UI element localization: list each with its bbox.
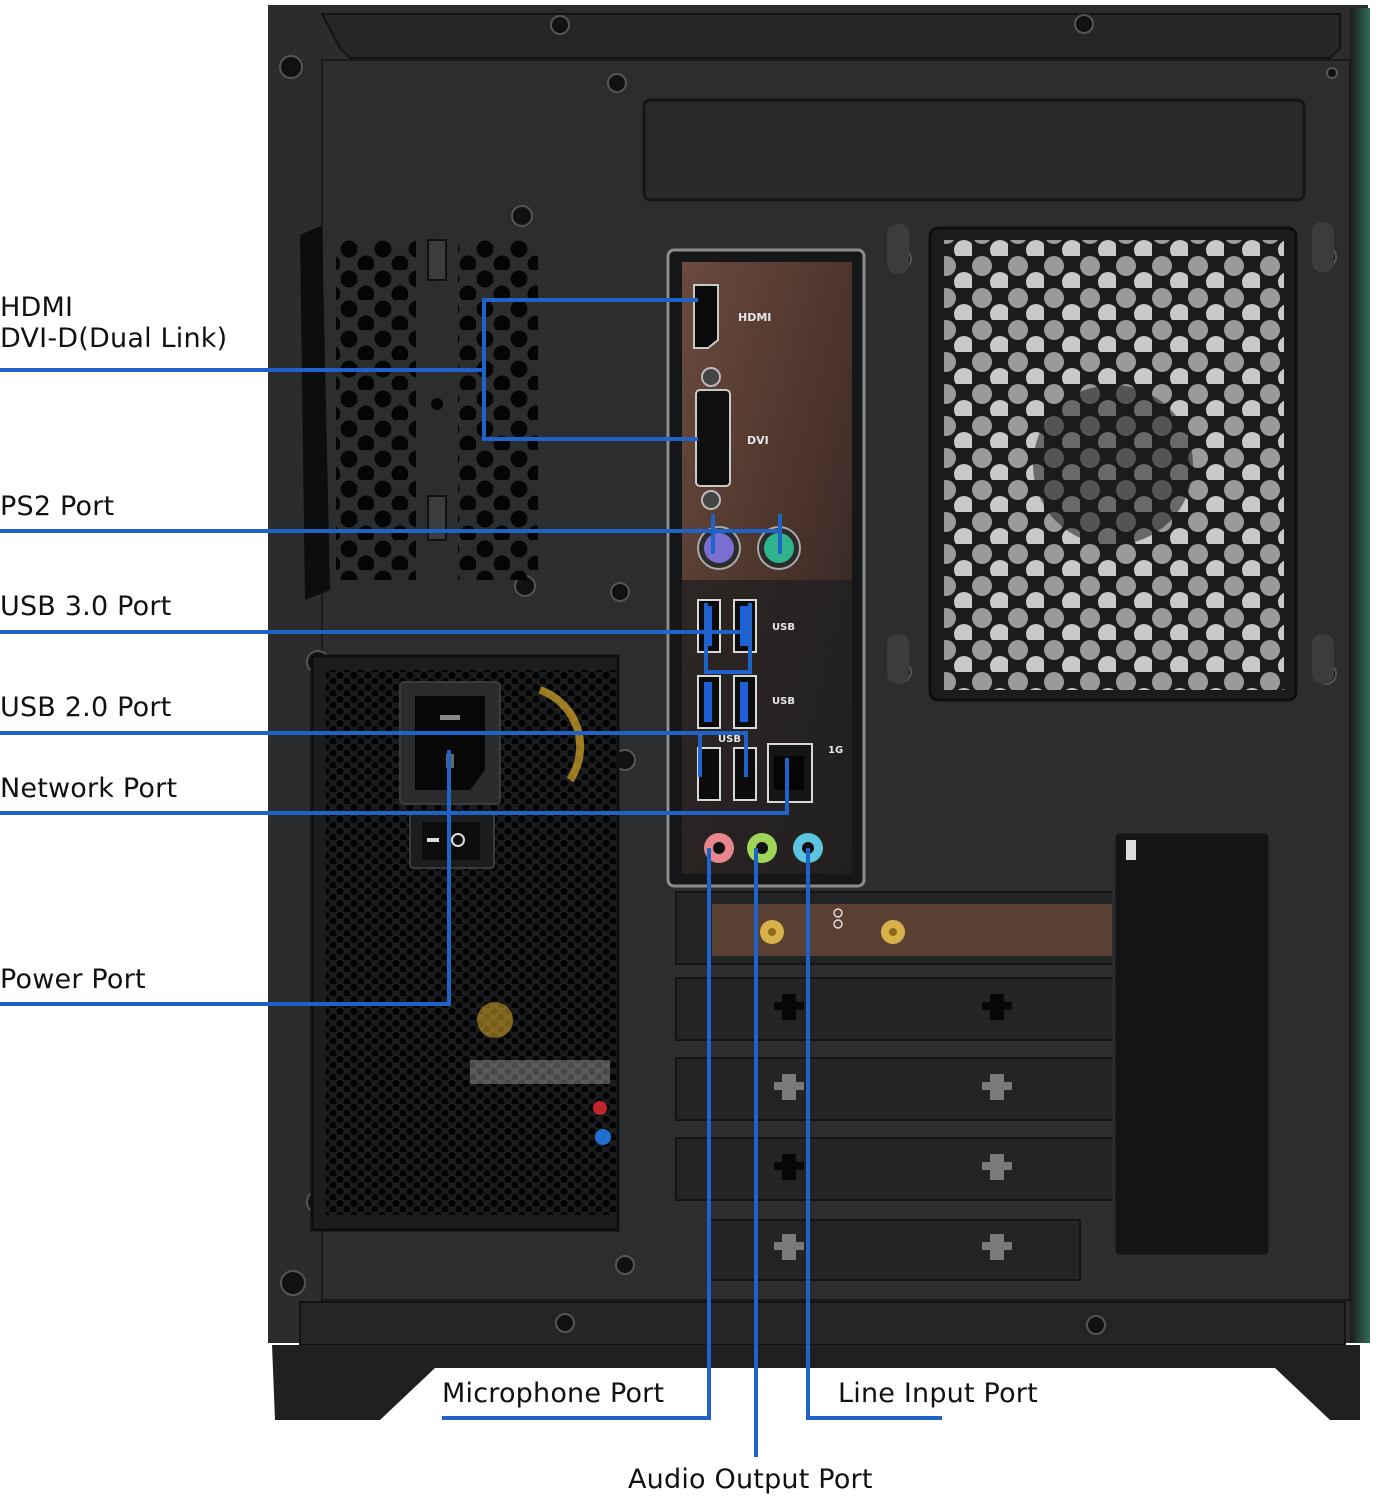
hdmi-port bbox=[693, 284, 719, 349]
power-leader bbox=[0, 750, 451, 1006]
leader-lines bbox=[0, 298, 942, 1457]
label-audio-output: Audio Output Port bbox=[628, 1464, 873, 1495]
ps2-leader bbox=[0, 514, 782, 554]
power-supply bbox=[310, 654, 620, 1232]
usb2-leader bbox=[0, 731, 748, 777]
usb3-ports bbox=[697, 599, 757, 729]
usb3-leader bbox=[0, 603, 752, 674]
hdmi-dvi-leader bbox=[0, 298, 698, 441]
network-leader bbox=[0, 758, 789, 815]
ps2-keyboard-port bbox=[704, 533, 734, 563]
label-usb3: USB 3.0 Port bbox=[0, 591, 172, 622]
label-microphone: Microphone Port bbox=[442, 1378, 665, 1409]
io-shield: HDMI DVI USB USB USB bbox=[666, 248, 866, 888]
label-usb2: USB 2.0 Port bbox=[0, 692, 172, 723]
vertical-bracket bbox=[1112, 830, 1272, 1258]
expansion-slots bbox=[675, 830, 1272, 1281]
label-power: Power Port bbox=[0, 964, 146, 995]
label-hdmi: HDMI bbox=[0, 292, 74, 323]
dvi-marking: DVI bbox=[747, 434, 769, 447]
lan-marking: 1G bbox=[828, 745, 843, 756]
dvi-port bbox=[695, 389, 731, 487]
label-network: Network Port bbox=[0, 773, 178, 804]
usb-marking-3: USB bbox=[718, 734, 741, 745]
fan-grille bbox=[887, 222, 1334, 702]
usb-marking-2: USB bbox=[772, 696, 795, 707]
usb-marking-1: USB bbox=[772, 622, 795, 633]
hdmi-marking: HDMI bbox=[738, 311, 771, 324]
label-dvi: DVI-D(Dual Link) bbox=[0, 323, 228, 354]
label-ps2: PS2 Port bbox=[0, 491, 115, 522]
line-input-leader bbox=[806, 848, 942, 1420]
label-line-input: Line Input Port bbox=[838, 1378, 1038, 1409]
top-vent bbox=[336, 239, 538, 580]
microphone-leader bbox=[442, 848, 711, 1420]
